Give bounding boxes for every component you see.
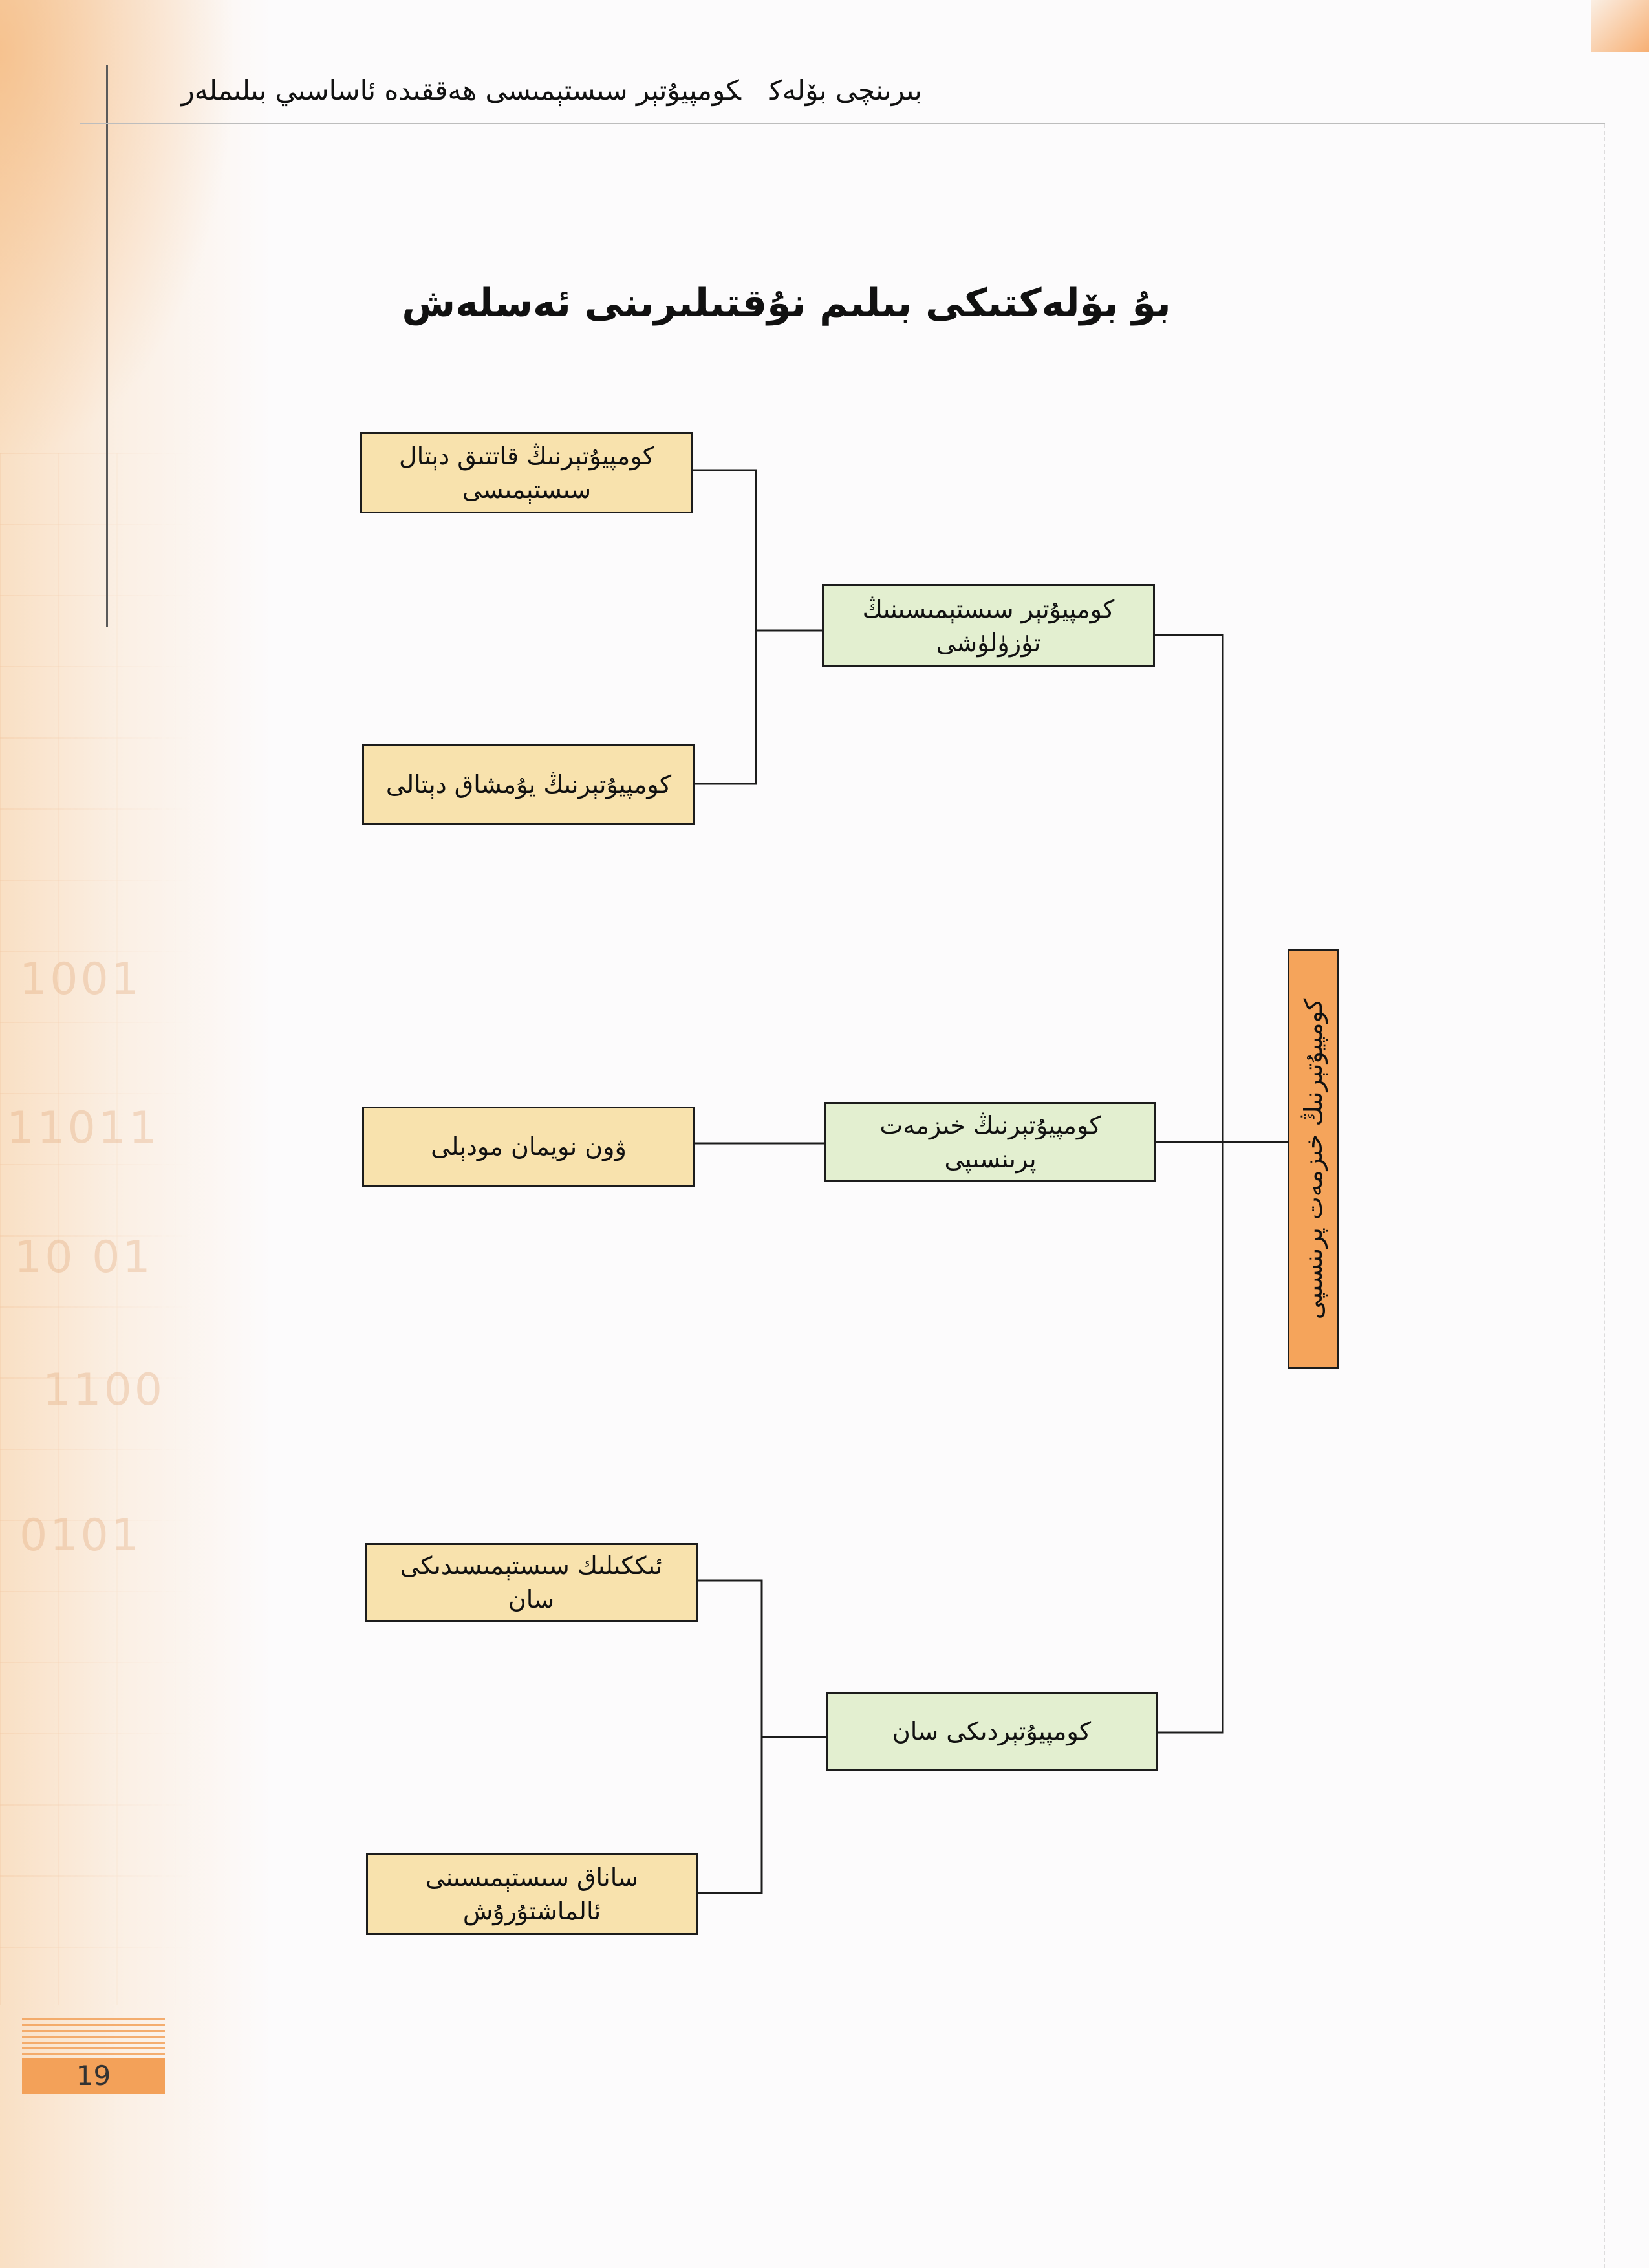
header-horizontal-rule [80, 123, 1605, 124]
concept-box-text: كومپيۇتېرنىڭ يۇمشاق دېتالى [385, 770, 672, 799]
page-title: بۇ بۆلەكتىكى بىلىم نۇقتىلىرىنى ئەسلەش [402, 281, 1171, 326]
background-digits: 10 01 [14, 1232, 153, 1283]
concept-box-base-conversion: ساناق سىستېمىسىنى ئالماشتۇرۇش [366, 1853, 698, 1935]
left-margin-decoration [0, 0, 297, 2268]
concept-box-system-structure: كومپيۇتېر سىستېمىسىنىڭ تۈزۈلۈشى [822, 584, 1155, 667]
concept-box-text: ئىككىلىك سىستېمىسىدىكى [400, 1551, 663, 1580]
chapter-label: بىرىنچى بۆلەك [769, 74, 922, 106]
concept-box-text: پرىنسىپى [944, 1145, 1037, 1173]
page-number-stripes [22, 2018, 165, 2058]
page-number: 19 [22, 2058, 165, 2094]
concept-box-text: ۋون نويمان مودېلى [431, 1132, 627, 1161]
concept-box-text: تۈزۈلۈشى [936, 628, 1041, 657]
concept-box-von-neumann-model: ۋون نويمان مودېلى [362, 1107, 695, 1187]
concept-box-text: كومپيۇتېرنىڭ قاتتىق دېتال [399, 442, 654, 470]
header-vertical-rule [106, 65, 108, 627]
concept-box-numbers-in-computer: كومپيۇتېردىكى سان [826, 1692, 1158, 1771]
concept-box-text: كومپيۇتېر سىستېمىسىنىڭ [862, 594, 1115, 623]
right-margin-rule [1604, 124, 1605, 2268]
concept-box-binary-numbers: ئىككىلىك سىستېمىسىدىكى سان [365, 1543, 698, 1622]
concept-box-text: كومپيۇتېردىكى سان [892, 1717, 1092, 1745]
concept-box-working-principle: كومپيۇتېرنىڭ خىزمەت پرىنسىپى [824, 1102, 1156, 1182]
concept-box-text: سان [508, 1585, 555, 1614]
concept-box-hardware-system: كومپيۇتېرنىڭ قاتتىق دېتال سىستېمىسى [360, 432, 693, 513]
background-digits: 0101 [19, 1510, 142, 1561]
background-digits: 1001 [19, 954, 142, 1005]
background-digits: 11011 [6, 1103, 160, 1154]
concept-box-text: كومپيۇتېرنىڭ خىزمەت [879, 1111, 1101, 1139]
concept-box-text: ساناق سىستېمىسىنى [425, 1863, 639, 1892]
background-digits: 1100 [43, 1365, 166, 1416]
chapter-title: كومپيۇتېر سىستېمىسى ھەققىدە ئاساسىي بىلى… [181, 74, 741, 106]
root-box-text: كومپيۇتېرنىڭ خىزمەت پرىنسىپى [1299, 998, 1328, 1320]
concept-box-text: ئالماشتۇرۇش [462, 1897, 601, 1925]
concept-box-software: كومپيۇتېرنىڭ يۇمشاق دېتالى [362, 744, 695, 825]
concept-box-text: سىستېمىسى [462, 475, 592, 504]
running-header: بىرىنچى بۆلەك كومپيۇتېر سىستېمىسى ھەققىدە… [123, 71, 922, 110]
top-right-corner-decoration [1591, 0, 1649, 52]
concept-box-root: كومپيۇتېرنىڭ خىزمەت پرىنسىپى [1288, 949, 1339, 1369]
left-margin-grid-decoration [0, 453, 194, 2005]
